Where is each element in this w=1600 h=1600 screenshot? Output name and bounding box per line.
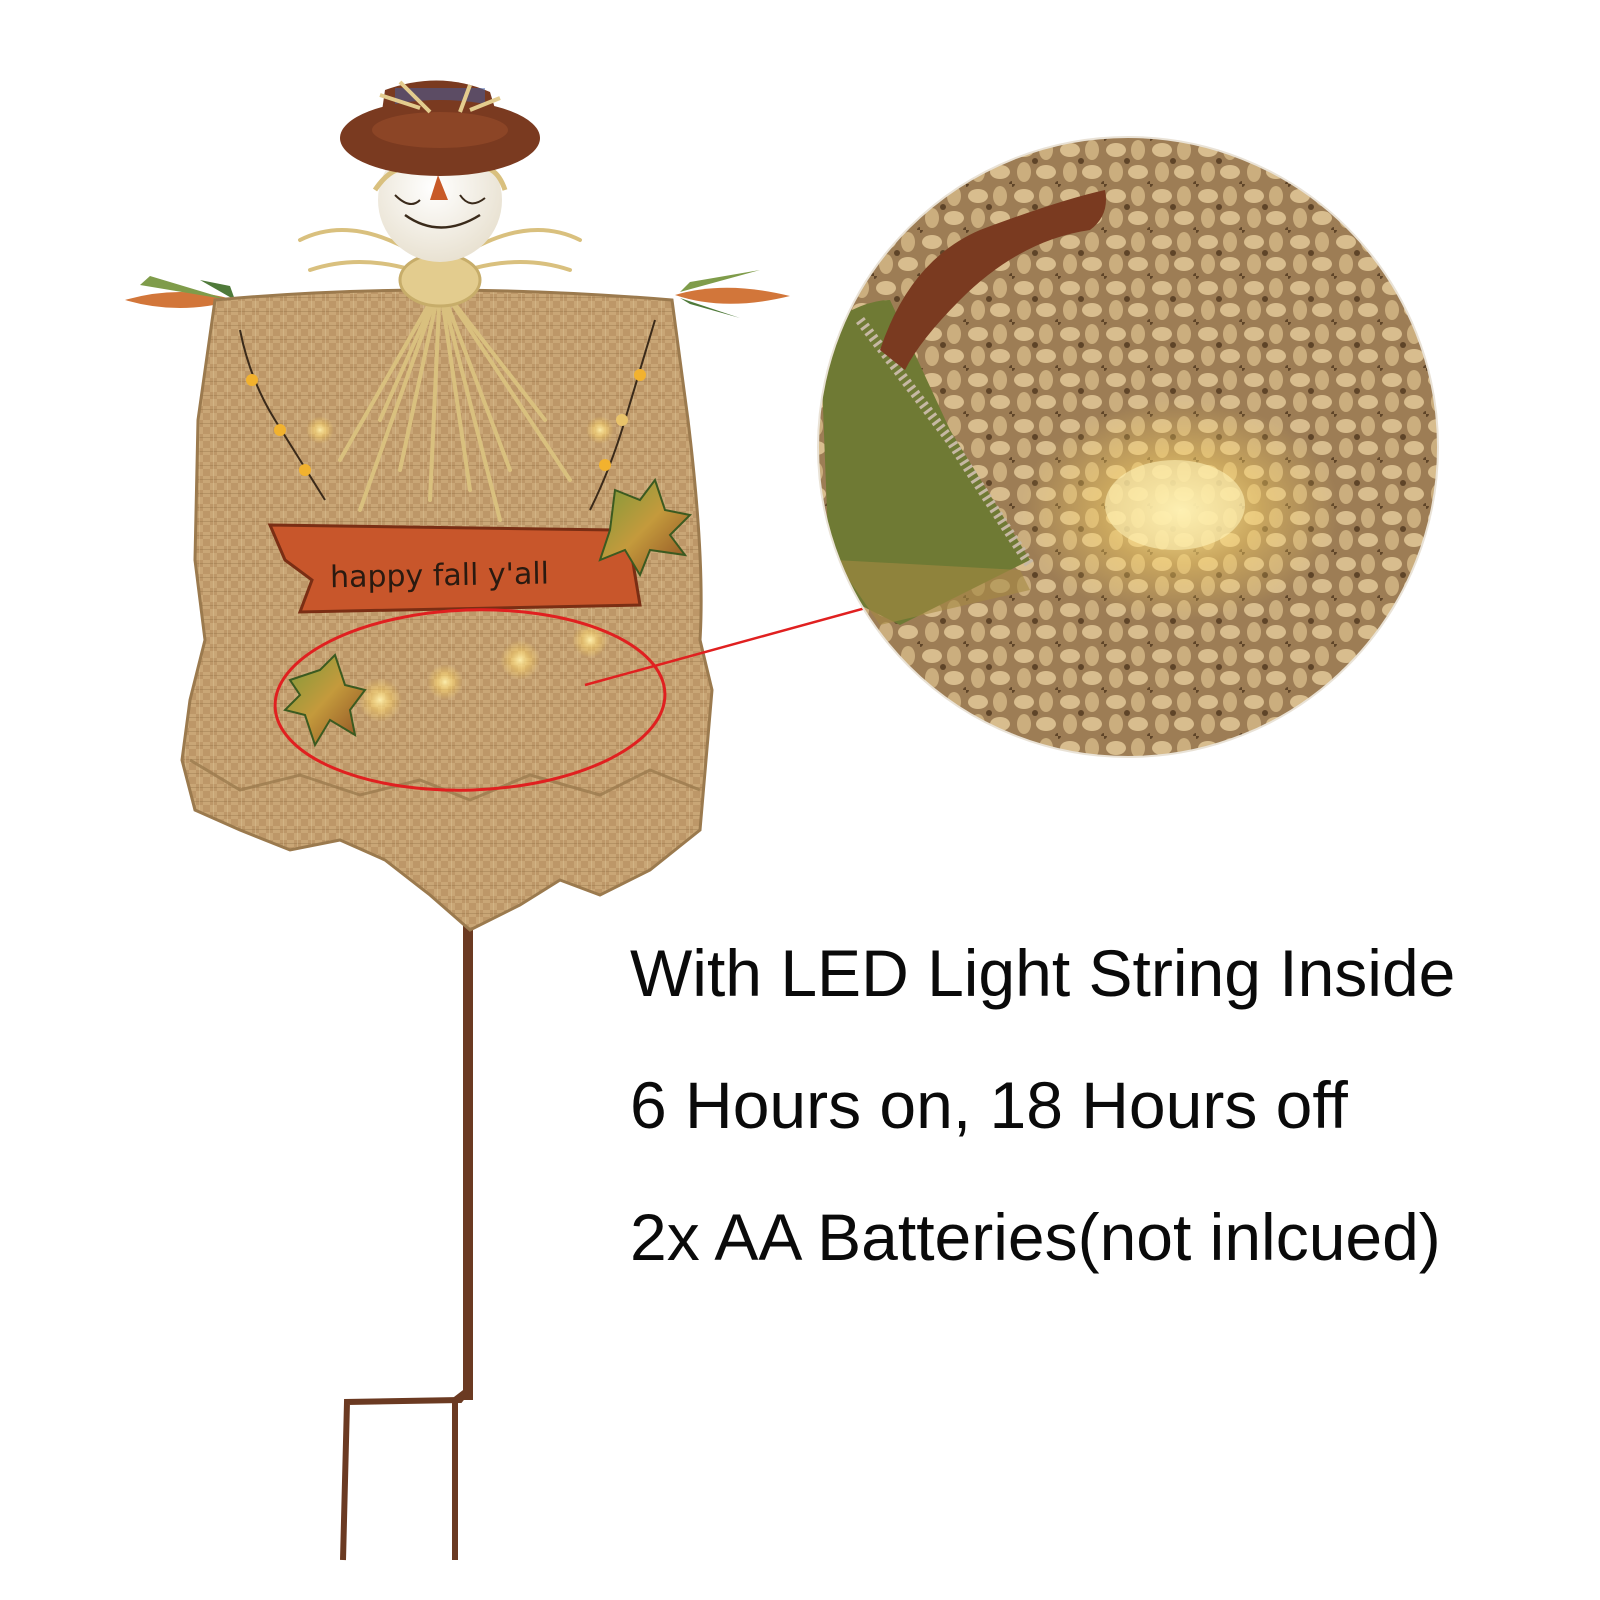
feature-led-string: With LED Light String Inside (630, 936, 1456, 1010)
zoom-circle-border (817, 136, 1439, 758)
callout-ellipse (273, 608, 667, 792)
feature-timer: 6 Hours on, 18 Hours off (630, 1068, 1348, 1142)
zoomed-burlap-detail (818, 137, 1438, 757)
maple-leaf-lower (283, 653, 367, 748)
maple-leaf-upper (598, 477, 693, 578)
straw-collar (298, 228, 582, 522)
led-glow-spots (306, 416, 614, 722)
beaded-vines (239, 319, 656, 511)
feature-list: With LED Light String Inside 6 Hours on,… (630, 940, 1590, 1336)
scarecrow-hat (340, 80, 540, 176)
sign-text: happy fall y'all (330, 556, 550, 595)
scarecrow-arms (125, 270, 790, 318)
feature-batteries: 2x AA Batteries(not inlcued) (630, 1200, 1441, 1274)
metal-stake (340, 800, 473, 1561)
